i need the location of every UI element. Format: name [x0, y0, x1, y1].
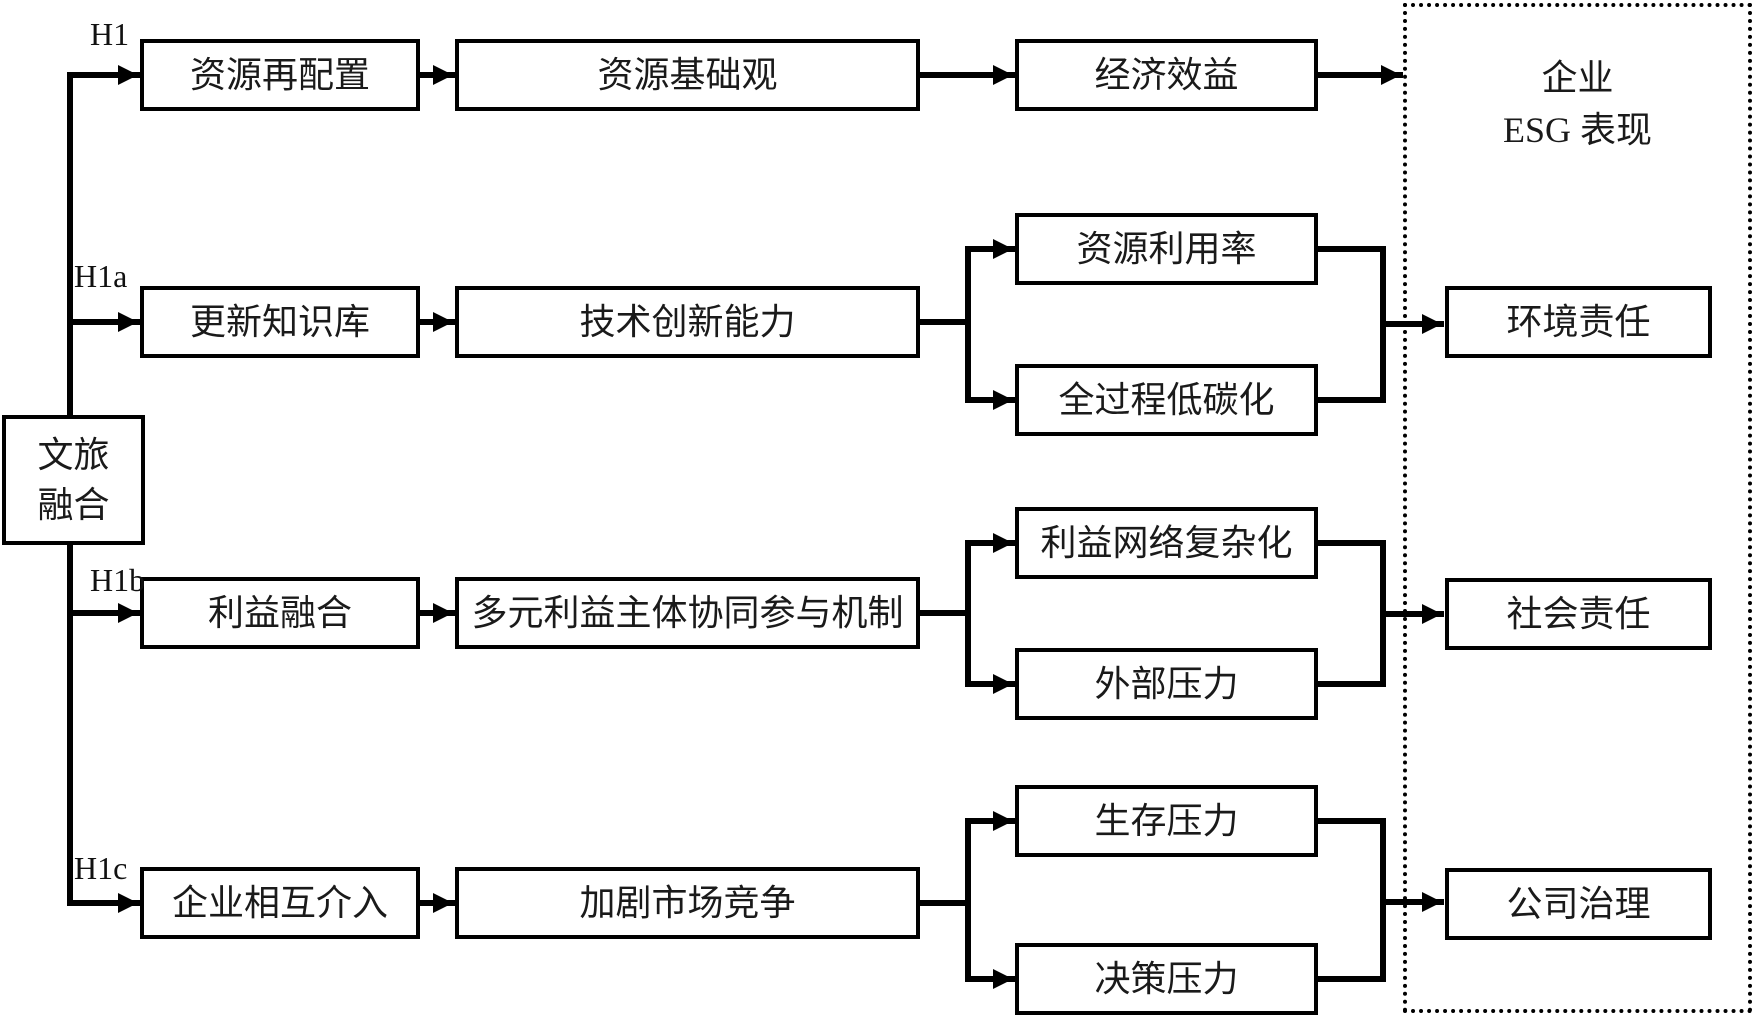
connector-row-h1b [67, 533, 1444, 694]
box-outcome-row3-b: 外部压力 [1015, 648, 1318, 720]
hypothesis-label-h1: H1 [90, 16, 130, 52]
box-outcome-row1: 经济效益 [1015, 39, 1318, 111]
box-outcome-row4-b: 决策压力 [1015, 943, 1318, 1015]
box-antecedent-row4: 企业相互介入 [140, 867, 420, 939]
box-antecedent-row1: 资源再配置 [140, 39, 420, 111]
box-mediator-row3: 多元利益主体协同参与机制 [455, 577, 920, 649]
hypothesis-label-h1a: H1a [74, 258, 128, 294]
source-line1: 文旅 [37, 434, 110, 475]
esg-panel-title-line2: ESG 表现 [1502, 110, 1652, 151]
box-mediator-row2: 技术创新能力 [455, 286, 920, 358]
source-line2: 融合 [37, 485, 110, 525]
box-antecedent-row3: 利益融合 [140, 577, 420, 649]
hypothesis-label-h1c: H1c [74, 850, 128, 886]
box-esg-social: 社会责任 [1445, 578, 1712, 650]
box-esg-environment: 环境责任 [1445, 286, 1712, 358]
box-outcome-row2-a: 资源利用率 [1015, 213, 1318, 285]
connector-row-h1c [67, 811, 1444, 989]
box-esg-governance: 公司治理 [1445, 868, 1712, 940]
source-box-culture-tourism-integration: 文旅 融合 [2, 415, 145, 545]
esg-panel-title: 企业 ESG 表现 [1403, 52, 1752, 156]
hypothesis-label-h1b: H1b [90, 562, 146, 598]
box-outcome-row3-a: 利益网络复杂化 [1015, 507, 1318, 579]
box-mediator-row1: 资源基础观 [455, 39, 920, 111]
esg-panel-title-line1: 企业 [1541, 58, 1614, 98]
esg-panel-dotted-border [1403, 3, 1752, 1013]
connector-row-h1a [67, 239, 1444, 410]
box-outcome-row4-a: 生存压力 [1015, 785, 1318, 857]
box-antecedent-row2: 更新知识库 [140, 286, 420, 358]
box-mediator-row4: 加剧市场竞争 [455, 867, 920, 939]
box-outcome-row2-b: 全过程低碳化 [1015, 364, 1318, 436]
